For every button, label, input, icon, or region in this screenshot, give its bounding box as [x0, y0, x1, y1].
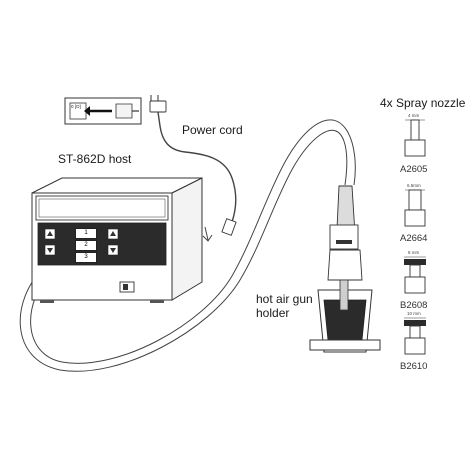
- power-icon-box: [64, 97, 142, 125]
- nozzle-model-a2605: A2605: [400, 164, 428, 175]
- nozzle-model-a2664: A2664: [400, 233, 428, 244]
- nozzle-dim-a2664: 6.5mm: [407, 183, 421, 188]
- host-unit: [31, 177, 203, 303]
- nozzle-model-b2610: B2610: [400, 361, 428, 372]
- gun-holder-label-line2: holder: [256, 306, 290, 320]
- power-cord: [149, 95, 237, 242]
- gun-holder-label-line1: hot air gun: [256, 292, 313, 306]
- panel-button-1-label: 1: [84, 230, 88, 236]
- nozzle-heading: 4x Spray nozzle: [380, 96, 466, 110]
- panel-button-3-label: 3: [84, 254, 88, 260]
- panel-button-3: 3: [75, 252, 97, 263]
- nozzle-a2605-drawing: [404, 119, 426, 157]
- nozzle-b2610-drawing: [404, 317, 426, 355]
- nozzle-a2664-drawing: [404, 189, 426, 227]
- power-icon-text: 0 [O]: [71, 104, 81, 109]
- air-hose: [19, 119, 356, 372]
- hot-air-gun: [309, 185, 381, 353]
- host-label: ST-862D host: [58, 152, 132, 166]
- nozzle-dim-b2608: 8 mm: [408, 250, 420, 255]
- panel-button-2: 2: [75, 240, 97, 251]
- nozzle-dim-a2605: 4 mm: [408, 113, 420, 118]
- panel-button-2-label: 2: [84, 242, 88, 248]
- nozzle-dim-b2610: 10 mm: [407, 311, 421, 316]
- nozzle-b2608-drawing: [404, 256, 426, 294]
- panel-button-1: 1: [75, 228, 97, 239]
- power-cord-label: Power cord: [182, 123, 243, 137]
- nozzle-model-b2608: B2608: [400, 300, 428, 311]
